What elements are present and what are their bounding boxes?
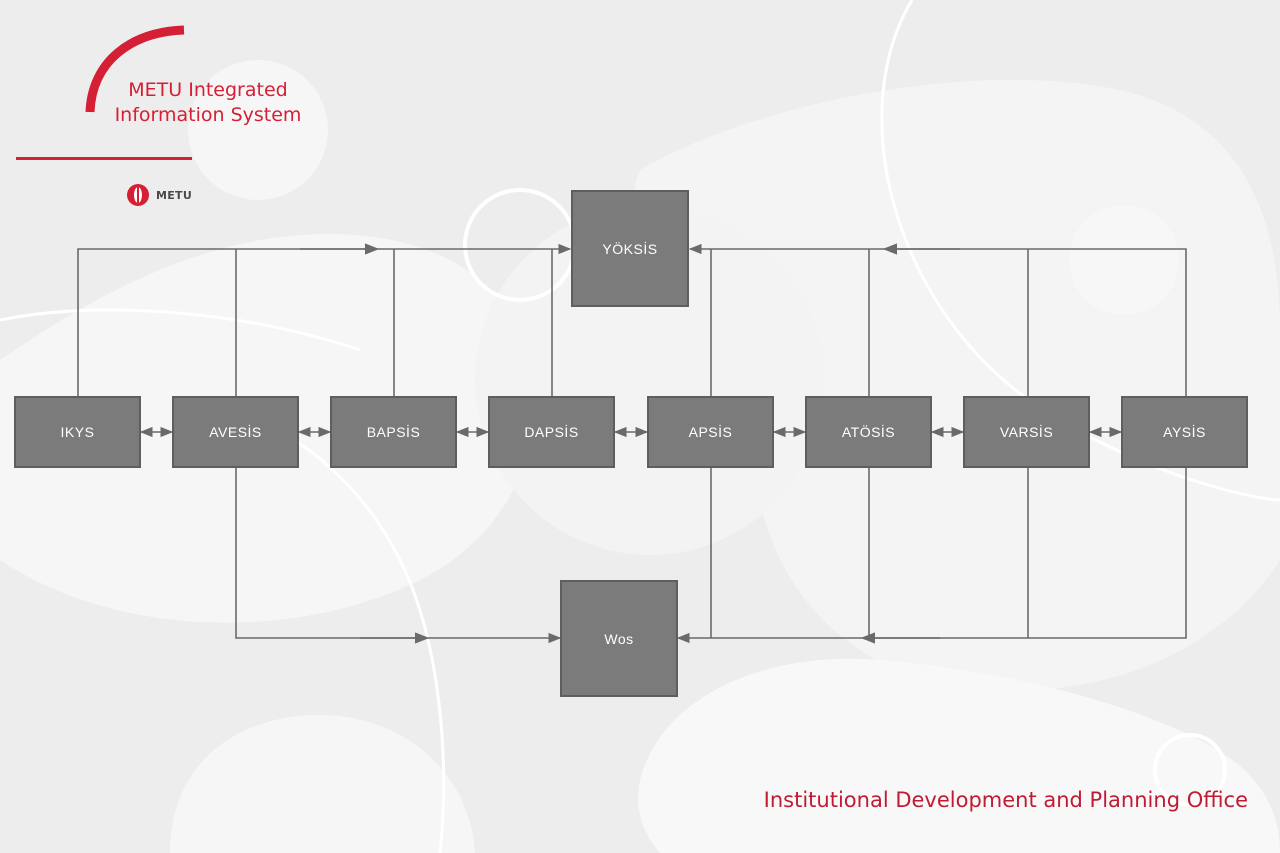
metu-logo: METU	[126, 183, 192, 207]
node-apsis[interactable]: APSİS	[647, 396, 774, 468]
connector-top-right-bus	[688, 243, 1187, 396]
node-wos[interactable]: Wos	[560, 580, 678, 697]
connector-top-left-bus	[77, 243, 572, 396]
footer-office-name: Institutional Development and Planning O…	[763, 788, 1248, 812]
node-dapsis[interactable]: DAPSİS	[488, 396, 615, 468]
header-divider	[16, 157, 192, 160]
app-title-line1: METU Integrated	[128, 79, 288, 101]
connector-bottom-left-bus	[235, 468, 562, 644]
node-yoksis[interactable]: YÖKSİS	[571, 190, 689, 307]
node-aysis[interactable]: AYSİS	[1121, 396, 1248, 468]
node-varsis[interactable]: VARSİS	[963, 396, 1090, 468]
node-bapsis[interactable]: BAPSİS	[330, 396, 457, 468]
connector-bottom-right-bus	[676, 468, 1187, 644]
node-ikys[interactable]: IKYS	[14, 396, 141, 468]
app-title-line2: Information System	[114, 104, 302, 126]
metu-emblem-icon	[127, 184, 149, 206]
metu-logo-text: METU	[156, 188, 193, 202]
node-atosis[interactable]: ATÖSİS	[805, 396, 932, 468]
node-avesis[interactable]: AVESİS	[172, 396, 299, 468]
